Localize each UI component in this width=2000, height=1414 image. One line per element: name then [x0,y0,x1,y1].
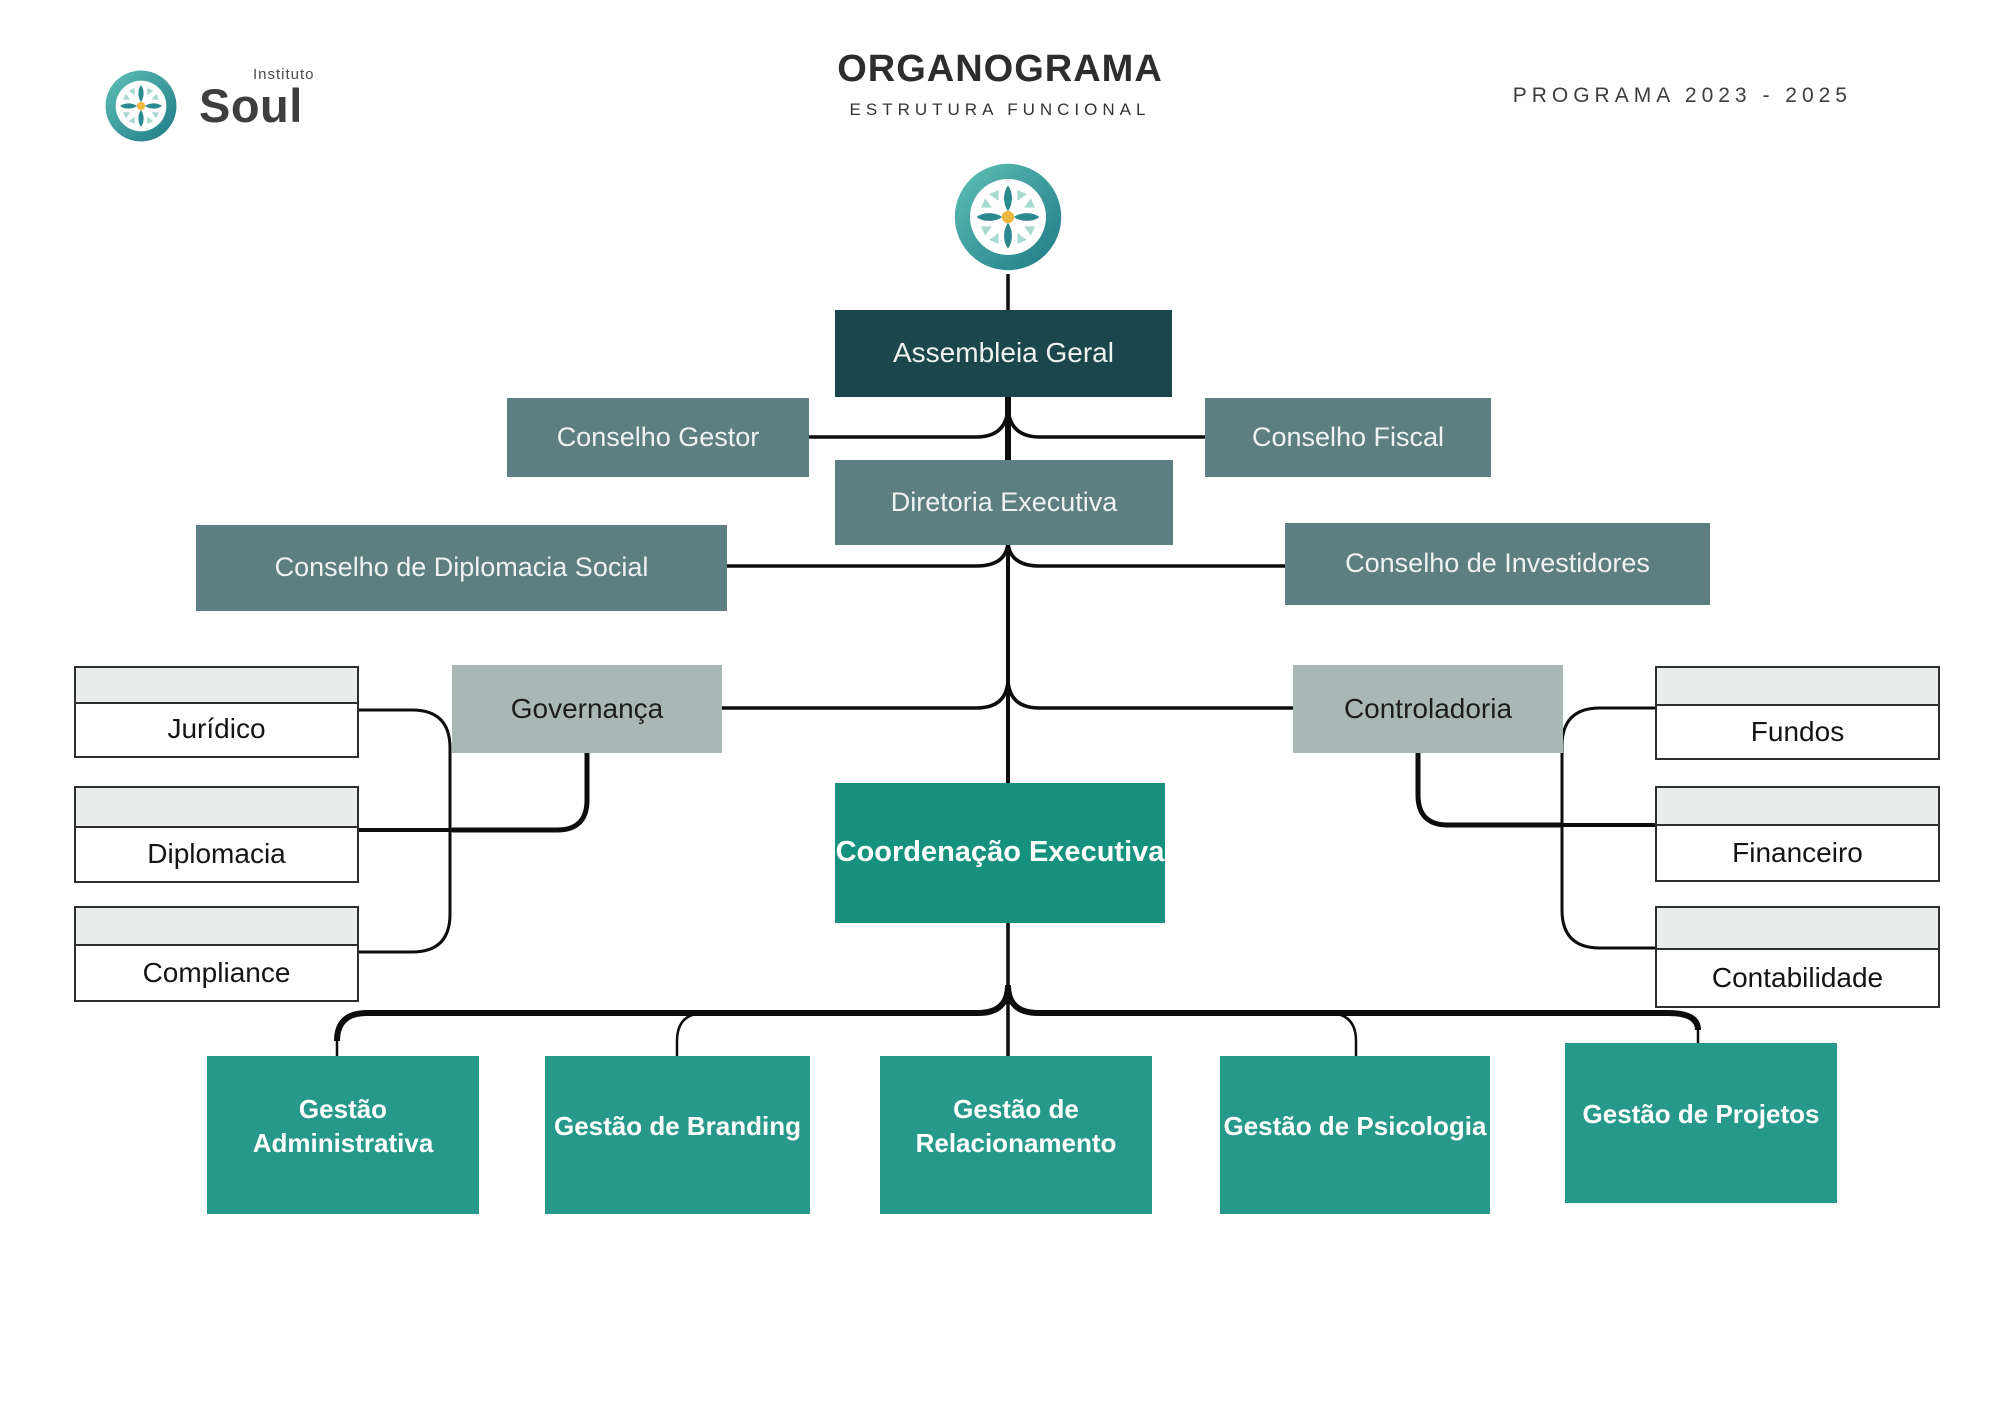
box-header-strip [76,788,357,828]
page-title: ORGANOGRAMA [837,48,1163,90]
box-header-strip [76,908,357,946]
node-compliance-label: Compliance [142,957,291,988]
node-governanca: Governança [452,665,722,753]
box-header-strip [1657,668,1938,706]
node-assembleia-geral: Assembleia Geral [835,310,1172,397]
node-gestao-projetos: Gestão de Projetos [1565,1043,1837,1203]
brand-name: Soul [199,79,303,132]
box-header-strip [1657,788,1938,826]
box-header-strip [76,668,357,704]
box-header-strip [1657,908,1938,950]
node-financeiro: Financeiro [1655,786,1940,882]
node-contabilidade-label: Contabilidade [1711,962,1884,993]
node-contabilidade: Contabilidade [1655,906,1940,1008]
node-gestao-administrativa: Gestão Administrativa [207,1056,479,1214]
node-gestao-psicologia: Gestão de Psicologia [1220,1056,1490,1214]
soul-root-icon [954,163,1062,271]
node-gestao-relacionamento: Gestão de Relacionamento [880,1056,1152,1214]
node-compliance: Compliance [74,906,359,1002]
node-financeiro-label: Financeiro [1732,837,1863,868]
node-diplomacia-label: Diplomacia [147,837,286,869]
node-fundos: Fundos [1655,666,1940,760]
node-diretoria-executiva: Diretoria Executiva [835,460,1173,545]
node-conselho-diplomacia-social: Conselho de Diplomacia Social [196,525,727,611]
node-conselho-investidores: Conselho de Investidores [1285,523,1710,605]
page-subtitle: ESTRUTURA FUNCIONAL [849,100,1151,119]
node-coordenacao-executiva: Coordenação Executiva [835,783,1165,923]
brand-name-small: Instituto [253,66,315,83]
program-period: PROGRAMA 2023 - 2025 [1512,84,1852,107]
node-conselho-gestor: Conselho Gestor [507,398,809,477]
node-controladoria: Controladoria [1293,665,1563,753]
node-diplomacia: Diplomacia [74,786,359,883]
node-fundos-label: Fundos [1750,716,1845,747]
node-juridico-label: Jurídico [167,713,266,744]
node-juridico: Jurídico [74,666,359,758]
node-gestao-branding: Gestão de Branding [545,1056,810,1214]
node-conselho-fiscal: Conselho Fiscal [1205,398,1491,477]
